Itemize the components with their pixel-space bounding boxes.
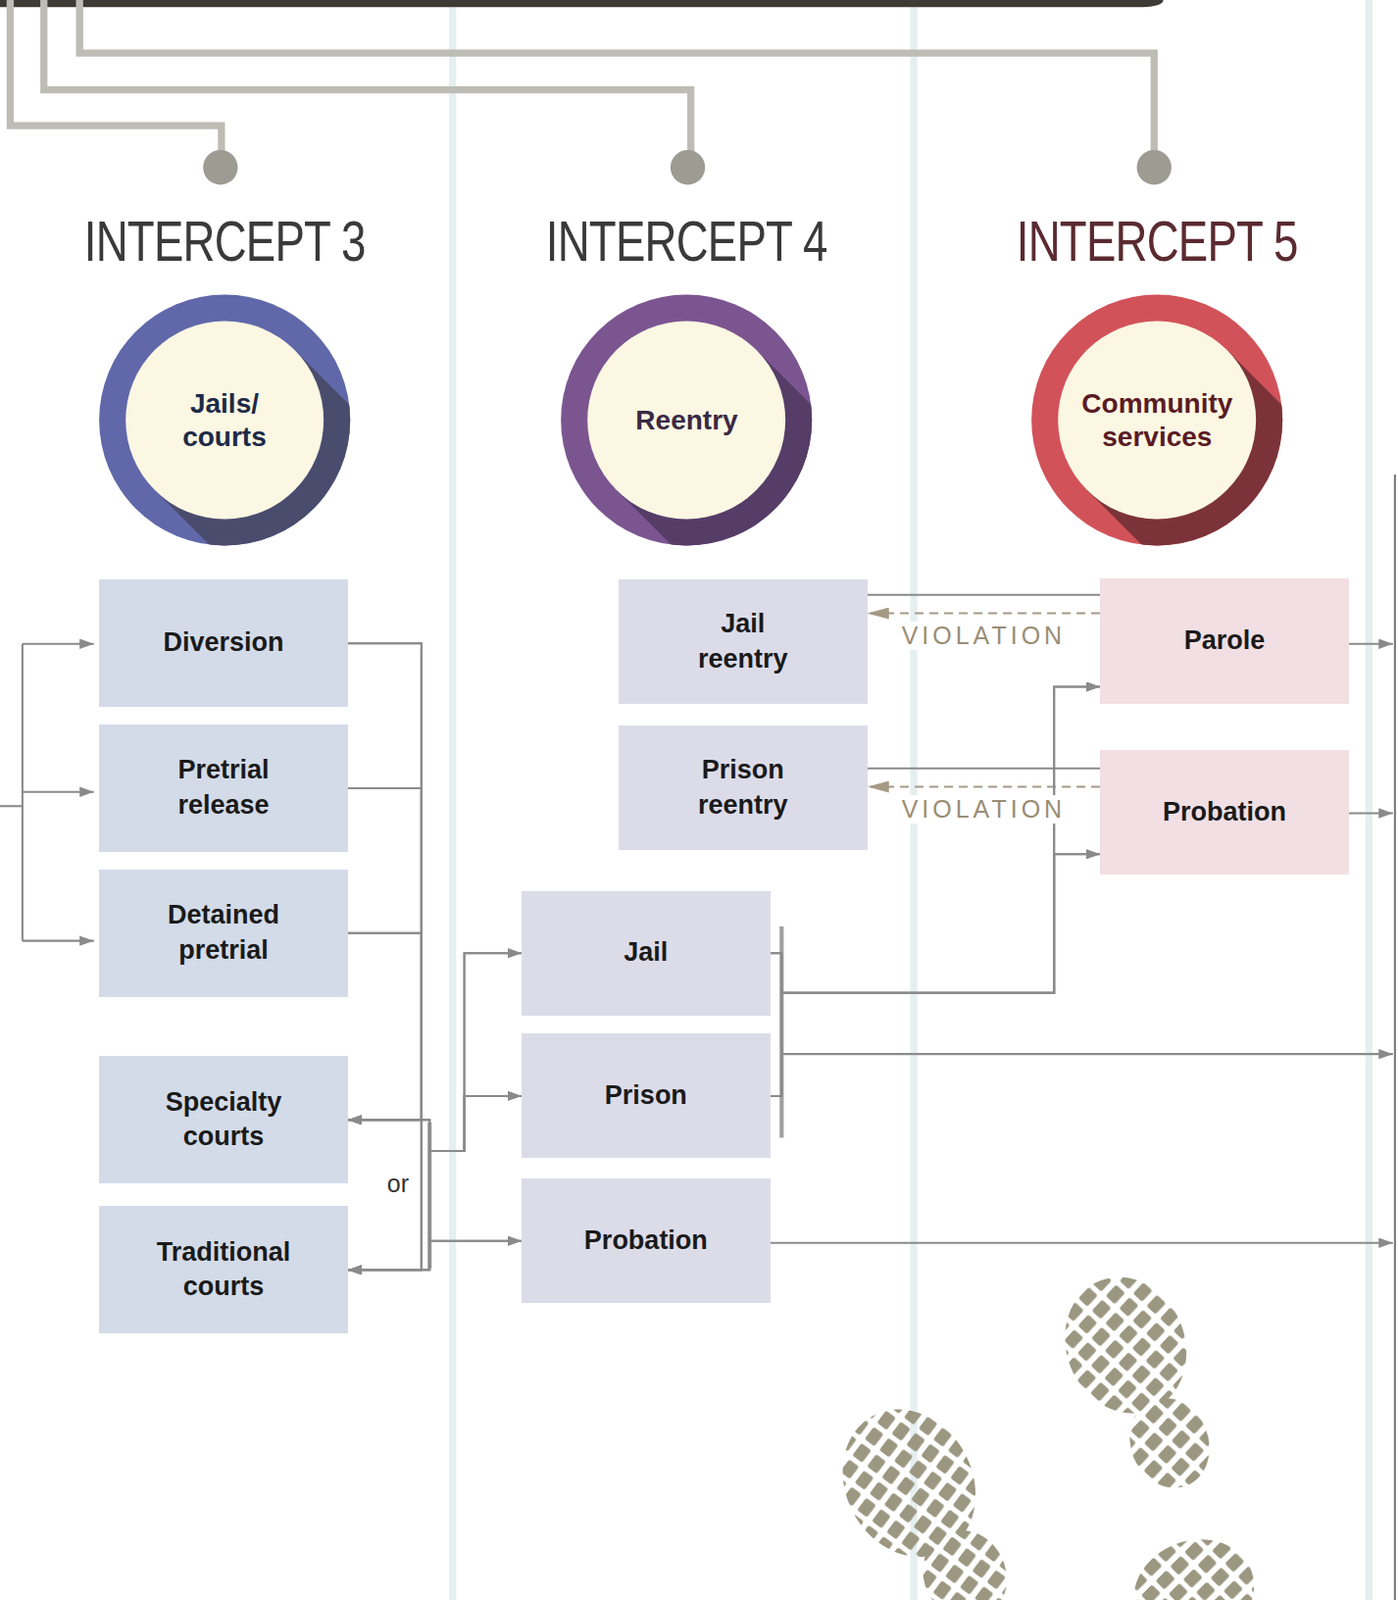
circle-label: Jails/ courts	[182, 387, 267, 453]
circle-label: Reentry	[635, 403, 738, 438]
flow-connector	[348, 1096, 522, 1270]
intercept-heading: INTERCEPT 5	[952, 208, 1361, 274]
flow-connector	[348, 788, 422, 1120]
flow-connector	[348, 788, 422, 1270]
violation-connector	[867, 612, 1100, 615]
edge-label: VIOLATION	[898, 795, 1070, 824]
intercept-heading: INTERCEPT 4	[482, 208, 891, 274]
circle-label: Community services	[1081, 387, 1233, 453]
intercept-leader-lines	[9, 0, 1154, 153]
flow-connector	[867, 767, 1100, 770]
flow-connector	[770, 853, 1100, 1097]
circle-label-holder: Reentry	[602, 336, 772, 505]
intercept-title: INTERCEPT 4	[546, 208, 828, 274]
process-box: Pretrial release	[99, 724, 349, 852]
process-box: Specialty courts	[99, 1055, 349, 1184]
flow-connector	[348, 933, 422, 1271]
flow-connector	[348, 933, 422, 1120]
plain-label: or	[385, 1169, 411, 1199]
flow-connector	[867, 594, 1100, 597]
box-label: Jail	[623, 935, 668, 971]
process-box: Probation	[1099, 749, 1349, 875]
edge-label: VIOLATION	[898, 621, 1070, 650]
circle-label-holder: Community services	[1073, 336, 1243, 505]
box-label: Pretrial release	[177, 752, 269, 823]
flow-connector	[348, 1119, 522, 1241]
process-box: Probation	[521, 1178, 771, 1303]
intercept-node: INTERCEPT 3 Jails/ courts	[20, 208, 429, 546]
circle-face	[1057, 321, 1256, 520]
box-label: Traditional courts	[156, 1235, 292, 1305]
intercept-node: INTERCEPT 4 Reentry	[482, 208, 891, 546]
flow-connector	[348, 643, 422, 1270]
column-dividers	[449, 0, 1373, 1600]
box-label: Detained pretrial	[167, 898, 280, 968]
flow-connector	[348, 643, 422, 1120]
process-box: Detained pretrial	[99, 869, 349, 998]
process-box: Jail reentry	[618, 579, 868, 704]
box-label: Parole	[1184, 623, 1266, 659]
circle-face	[588, 321, 787, 520]
process-box: Prison reentry	[618, 725, 868, 850]
box-label: Jail reentry	[698, 606, 789, 677]
process-box: Diversion	[99, 579, 349, 707]
intercept-node: INTERCEPT 5 Community services	[952, 208, 1361, 546]
intercept-title: INTERCEPT 3	[84, 208, 366, 274]
process-box: Jail	[521, 891, 771, 1016]
flow-lines	[0, 644, 1394, 1268]
top-bar	[0, 0, 1164, 7]
flow-connector	[348, 952, 522, 1151]
process-box: Prison	[521, 1033, 771, 1158]
intercept-heading: INTERCEPT 3	[20, 208, 429, 274]
right-rule	[1394, 474, 1396, 1600]
box-label: Probation	[584, 1223, 708, 1259]
process-box: Traditional courts	[99, 1205, 349, 1334]
intercept-title: INTERCEPT 5	[1016, 208, 1299, 274]
box-label: Prison	[604, 1078, 688, 1114]
flow-connector	[348, 1241, 522, 1271]
violation-connector	[867, 786, 1100, 789]
box-label: Probation	[1162, 795, 1287, 831]
box-label: Prison reentry	[698, 752, 789, 823]
box-label: Diversion	[162, 625, 284, 661]
flow-connector	[348, 952, 522, 1270]
process-box: Parole	[1099, 578, 1349, 704]
footprints	[817, 1258, 1270, 1600]
flow-connector	[770, 853, 1100, 994]
circle-face	[125, 321, 324, 520]
intercept-dots	[202, 149, 1172, 185]
circle-label-holder: Jails/ courts	[140, 336, 309, 505]
box-label: Specialty courts	[165, 1085, 283, 1155]
flow-connector	[348, 1096, 522, 1151]
